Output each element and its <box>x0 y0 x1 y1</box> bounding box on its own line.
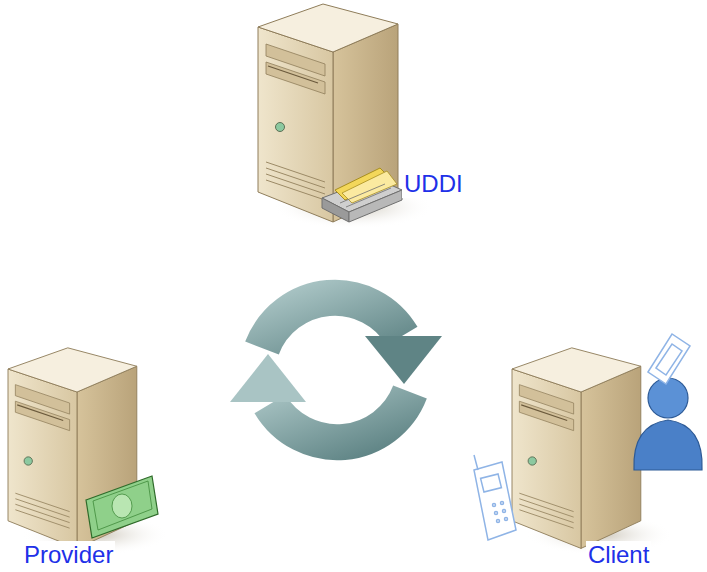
banknote <box>86 476 158 538</box>
cycle-arrows <box>230 298 442 442</box>
server-label: UDDI <box>402 170 465 198</box>
card-index <box>322 168 402 222</box>
person-icon <box>634 378 702 470</box>
phone-icon <box>474 334 690 540</box>
server-label: Provider <box>22 541 115 569</box>
provider-server <box>8 348 169 555</box>
server-label-node: Provider <box>22 541 115 569</box>
server-label: Client <box>586 541 651 569</box>
server-label-node: UDDI <box>402 170 465 198</box>
server-label-node: Client <box>586 541 651 569</box>
